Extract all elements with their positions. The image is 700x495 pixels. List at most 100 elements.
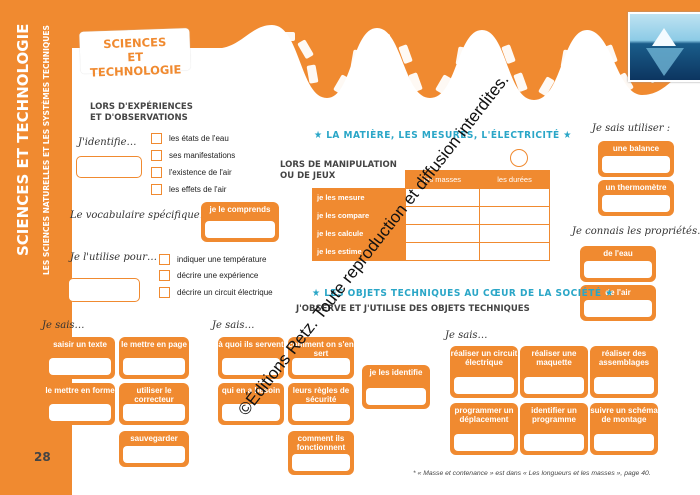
experiences-heading: LORS D'EXPÉRIENCES ET D'OBSERVATIONS bbox=[90, 102, 193, 123]
answer-box[interactable] bbox=[123, 358, 185, 375]
answer-box[interactable] bbox=[524, 434, 584, 451]
answer-box[interactable] bbox=[292, 358, 350, 375]
air-card[interactable]: de l'air bbox=[580, 285, 656, 321]
row-header: je les estime bbox=[312, 242, 406, 261]
circuit-electrique-card[interactable]: réaliser un circuit électrique bbox=[450, 346, 518, 398]
mettre-en-page-card[interactable]: le mettre en page bbox=[119, 337, 189, 379]
checkbox-experience[interactable] bbox=[159, 270, 170, 281]
measure-table: les masses les durées je les mesure je l… bbox=[312, 170, 550, 261]
vocab-card[interactable]: je le comprends bbox=[201, 202, 279, 242]
je-les-identifie-card[interactable]: je les identifie bbox=[362, 365, 430, 409]
a-quoi-servent-card[interactable]: à quoi ils servent bbox=[218, 337, 284, 379]
table-row: je les mesure bbox=[312, 188, 550, 207]
correcteur-card[interactable]: utiliser le correcteur bbox=[119, 383, 189, 425]
answer-box[interactable] bbox=[292, 404, 350, 421]
answer-box[interactable] bbox=[454, 377, 514, 394]
row-header: je les compare bbox=[312, 206, 406, 225]
answer-box[interactable] bbox=[454, 434, 514, 451]
checkbox-etats-eau[interactable] bbox=[151, 133, 162, 144]
matiere-title: ★ LA MATIÈRE, LES MESURES, L'ÉLECTRICITÉ… bbox=[314, 130, 572, 141]
checkbox-existence-air[interactable] bbox=[151, 167, 162, 178]
table-cell[interactable] bbox=[479, 188, 550, 207]
checkbox-label: les états de l'eau bbox=[169, 134, 229, 143]
answer-box[interactable] bbox=[584, 300, 652, 317]
checkbox-temperature[interactable] bbox=[159, 254, 170, 265]
checkbox-label: décrire une expérience bbox=[177, 271, 259, 280]
circle-mark[interactable] bbox=[510, 149, 528, 167]
checkbox-effets-air[interactable] bbox=[151, 184, 162, 195]
answer-box[interactable] bbox=[123, 446, 185, 463]
bottom-label-2: Je sais… bbox=[212, 320, 255, 331]
answer-box[interactable] bbox=[123, 404, 185, 421]
band-title: SCIENCES ET TECHNOLOGIE bbox=[14, 23, 32, 256]
maquette-card[interactable]: réaliser une maquette bbox=[520, 346, 588, 398]
column-header: les masses bbox=[404, 170, 481, 189]
answer-box[interactable] bbox=[366, 388, 426, 405]
answer-box[interactable] bbox=[49, 404, 111, 421]
use-label: Je l'utilise pour… bbox=[70, 252, 157, 263]
identify-label: J'identifie… bbox=[78, 137, 137, 148]
answer-box[interactable] bbox=[49, 358, 111, 375]
answer-box[interactable] bbox=[602, 156, 670, 173]
page-number: 28 bbox=[34, 450, 51, 464]
table-row: je les calcule bbox=[312, 224, 550, 243]
answer-box[interactable] bbox=[602, 195, 670, 212]
answer-box[interactable] bbox=[205, 221, 275, 238]
comment-fonctionnent-card[interactable]: comment ils fonctionnent bbox=[288, 431, 354, 475]
table-cell[interactable] bbox=[479, 224, 550, 243]
programmer-deplacement-card[interactable]: programmer un déplacement bbox=[450, 403, 518, 455]
table-cell[interactable] bbox=[404, 224, 481, 243]
bottom-label-3: Je sais… bbox=[445, 330, 488, 341]
top-wave-decoration bbox=[72, 0, 700, 100]
objets-subtitle: J'OBSERVE ET J'UTILISE DES OBJETS TECHNI… bbox=[296, 304, 530, 314]
answer-box[interactable] bbox=[292, 454, 350, 471]
answer-box[interactable] bbox=[222, 358, 280, 375]
checkbox-label: décrire un circuit électrique bbox=[177, 288, 273, 297]
identifier-programme-card[interactable]: identifier un programme bbox=[520, 403, 588, 455]
mettre-en-forme-card[interactable]: le mettre en forme bbox=[45, 383, 115, 425]
qui-en-a-besoin-card[interactable]: qui en a besoin bbox=[218, 383, 284, 425]
balance-card[interactable]: une balance bbox=[598, 141, 674, 177]
checkbox-manifestations[interactable] bbox=[151, 150, 162, 161]
table-cell[interactable] bbox=[404, 206, 481, 225]
checkbox-label: indiquer une température bbox=[177, 255, 267, 264]
band-subtitle: LES SCIENCES NATURELLES ET LES SYSTÈMES … bbox=[42, 25, 51, 275]
checkbox-label: ses manifestations bbox=[169, 151, 236, 160]
table-row: je les estime bbox=[312, 242, 550, 261]
answer-box[interactable] bbox=[594, 434, 654, 451]
vocab-label: Le vocabulaire spécifique… bbox=[70, 210, 210, 221]
iceberg-photo bbox=[628, 12, 700, 82]
row-header: je les calcule bbox=[312, 224, 406, 243]
column-header: les durées bbox=[479, 170, 550, 189]
answer-box[interactable] bbox=[222, 404, 280, 421]
checkbox-label: les effets de l'air bbox=[169, 185, 227, 194]
row-header: je les mesure bbox=[312, 188, 406, 207]
table-cell[interactable] bbox=[479, 242, 550, 261]
right-know-label: Je connais les propriétés… bbox=[572, 226, 700, 237]
saisir-texte-card[interactable]: saisir un texte bbox=[45, 337, 115, 379]
answer-box[interactable] bbox=[594, 377, 654, 394]
thermometre-card[interactable]: un thermomètre bbox=[598, 180, 674, 216]
checkbox-label: l'existence de l'air bbox=[169, 168, 232, 177]
sauvegarder-card[interactable]: sauvegarder bbox=[119, 431, 189, 467]
assemblages-card[interactable]: réaliser des assemblages bbox=[590, 346, 658, 398]
header-title-line2: ET TECHNOLOGIE bbox=[89, 49, 182, 80]
table-corner bbox=[313, 171, 406, 189]
table-row: je les compare bbox=[312, 206, 550, 225]
checkbox-circuit[interactable] bbox=[159, 287, 170, 298]
answer-box[interactable] bbox=[584, 261, 652, 278]
right-use-label: Je sais utiliser : bbox=[592, 123, 671, 134]
header-title-box: SCIENCES ET TECHNOLOGIE bbox=[79, 28, 191, 80]
answer-box[interactable] bbox=[524, 377, 584, 394]
comment-sen-sert-card[interactable]: comment on s'en sert bbox=[288, 337, 354, 379]
identify-answer-box[interactable] bbox=[76, 156, 142, 178]
bottom-label-1: Je sais… bbox=[42, 320, 85, 331]
table-cell[interactable] bbox=[404, 242, 481, 261]
eau-card[interactable]: de l'eau bbox=[580, 246, 656, 282]
objets-title: ★ LES OBJETS TECHNIQUES AU CŒUR DE LA SO… bbox=[312, 288, 614, 299]
regles-securite-card[interactable]: leurs règles de sécurité bbox=[288, 383, 354, 425]
use-answer-box[interactable] bbox=[68, 278, 140, 302]
schema-montage-card[interactable]: suivre un schéma de montage bbox=[590, 403, 658, 455]
table-cell[interactable] bbox=[479, 206, 550, 225]
footnote: * « Masse et contenance » est dans « Les… bbox=[413, 470, 651, 477]
